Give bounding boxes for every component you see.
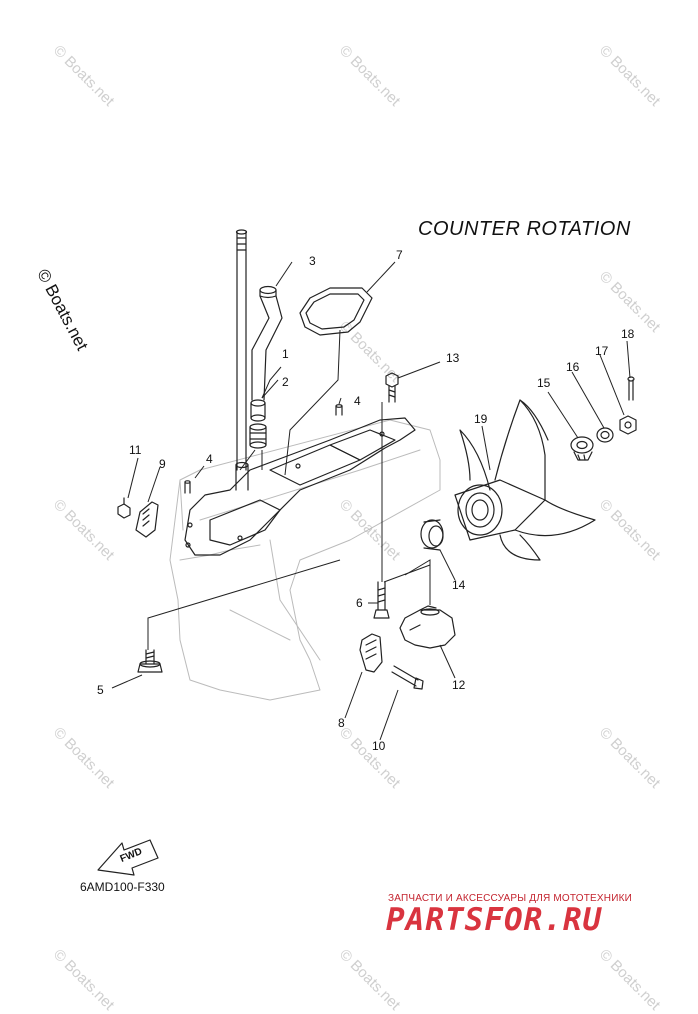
cotter-pin-18 <box>627 376 635 401</box>
bolt-11 <box>117 497 131 519</box>
dowel-pin <box>184 404 343 494</box>
trim-tab-12 <box>399 605 456 649</box>
callout-10: 10 <box>372 739 386 753</box>
callout-2: 2 <box>282 375 289 389</box>
callout-7: 7 <box>396 248 403 262</box>
casing-top-face <box>184 417 416 556</box>
diagram-title: COUNTER ROTATION <box>418 218 631 240</box>
lower-casing <box>169 419 441 701</box>
callout-13: 13 <box>446 351 460 365</box>
anode-8 <box>359 633 383 673</box>
diagram-code: 6AMD100-F330 <box>80 880 165 894</box>
bolt-10 <box>391 665 424 690</box>
callout-5: 5 <box>97 683 104 697</box>
drive-shaft <box>235 229 249 491</box>
callout-12: 12 <box>452 678 466 692</box>
brand-name: PARTSFOR.RU <box>386 902 603 938</box>
gasket <box>299 287 373 336</box>
callout-17: 17 <box>595 344 609 358</box>
bolt-5 <box>137 649 163 673</box>
callout-4: 4 <box>206 452 213 466</box>
bolt-6 <box>373 581 390 619</box>
callout-11: 11 <box>129 443 142 457</box>
washer-16 <box>596 427 614 443</box>
leader-lines <box>111 261 631 741</box>
bolt-13 <box>385 372 399 403</box>
callout-1: 1 <box>282 347 289 361</box>
callout-16: 16 <box>566 360 580 374</box>
anode-9 <box>135 501 159 538</box>
parts-diagram <box>97 229 637 876</box>
brand-tagline: ЗАПЧАСТИ И АКСЕССУАРЫ ДЛЯ МОТОТЕХНИКИ <box>388 893 633 904</box>
spacer-15 <box>570 436 594 461</box>
propeller-19 <box>454 399 596 561</box>
callout-9: 9 <box>159 457 166 471</box>
callout-15: 15 <box>537 376 551 390</box>
nut-17 <box>619 415 637 435</box>
callout-8: 8 <box>338 716 345 730</box>
thrust-washer-14 <box>420 519 444 551</box>
callout-18: 18 <box>621 327 635 341</box>
grommet <box>249 399 267 449</box>
callout-6: 6 <box>356 596 363 610</box>
water-tube <box>251 285 283 401</box>
callout-19: 19 <box>474 412 488 426</box>
callout-4: 4 <box>354 394 361 408</box>
callout-14: 14 <box>452 578 466 592</box>
fwd-arrow-icon <box>97 839 159 876</box>
callout-3: 3 <box>309 254 316 268</box>
